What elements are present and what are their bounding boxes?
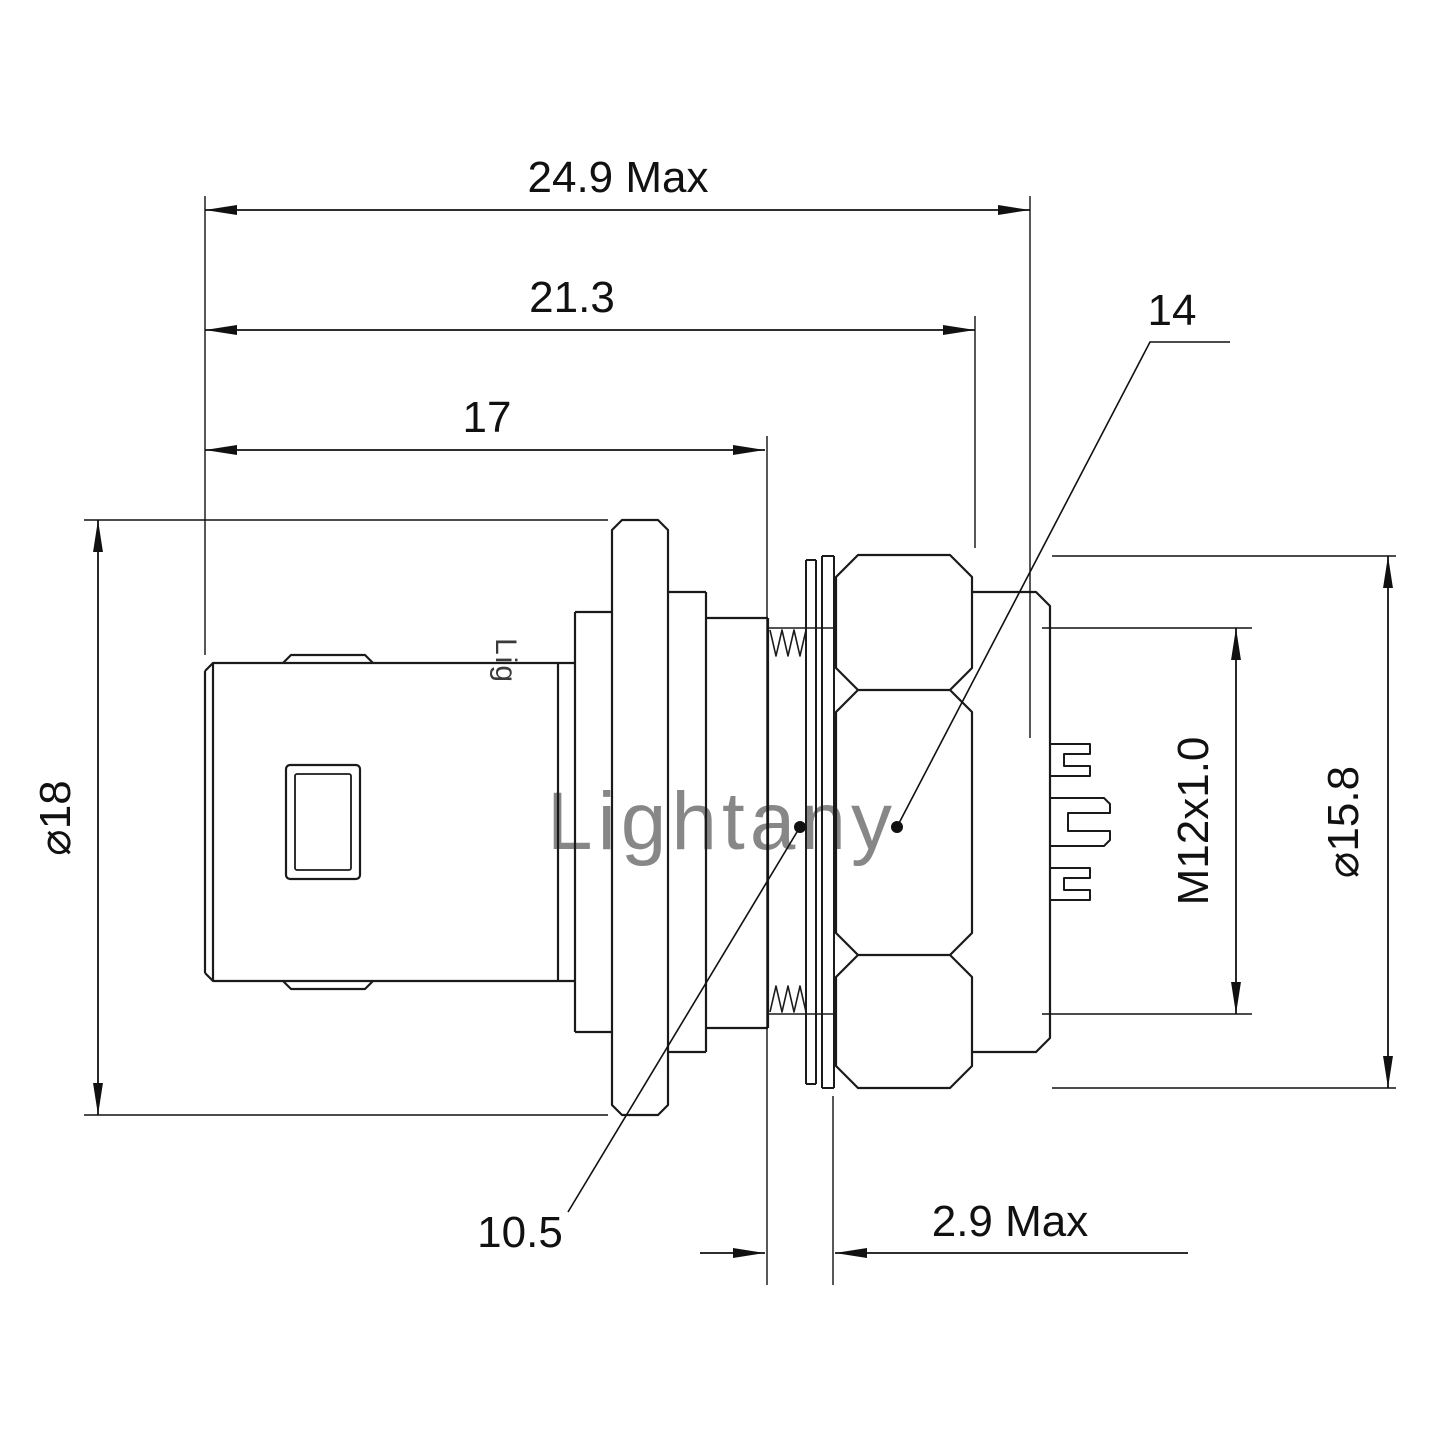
dim-mounting-thread: M12x1.0: [1169, 628, 1241, 1014]
leader-line-nut-across-flats: [896, 341, 1230, 828]
dim-label-total-length: 24.9 Max: [528, 153, 709, 202]
dim-rear-diameter: ⌀15.8: [1319, 556, 1393, 1088]
watermark: Lightany: [547, 776, 897, 867]
thread-profile: [768, 627, 836, 1015]
release-window-outer: [284, 763, 362, 881]
lock-washers: [805, 555, 835, 1089]
dim-front-body-diameter: ⌀18: [31, 520, 103, 1115]
dim-label-nut-across-flats: 14: [1148, 286, 1197, 335]
extension-lines: [84, 196, 1396, 1285]
connector-side-view: Lig: [203, 518, 1111, 1117]
hex-nut: [834, 553, 974, 1090]
leader-nut-across-flats: 14: [891, 286, 1230, 833]
dimension-annotations: 24.9 Max 21.3 17 ⌀18 ⌀15.8 M12x1.0 2.9 M…: [31, 153, 1396, 1285]
solder-contacts: [1050, 743, 1111, 901]
leader-line-thread-length: [567, 826, 801, 1213]
collar-step: [573, 610, 612, 1034]
dim-front-body-length: 17: [205, 393, 765, 455]
dim-label-mounting-thread: M12x1.0: [1169, 737, 1218, 906]
leader-thread-length: 10.5: [477, 821, 806, 1257]
dim-label-front-body-length: 17: [463, 393, 512, 442]
dim-label-rear-diameter: ⌀15.8: [1319, 766, 1368, 878]
rear-nut: [972, 590, 1052, 1054]
dim-label-thread-length: 10.5: [477, 1208, 563, 1257]
mounting-collar: [668, 590, 770, 1054]
flange-disc: [610, 518, 670, 1117]
front-shell-outline: [203, 661, 575, 983]
dim-label-panel-thickness: 2.9 Max: [932, 1197, 1089, 1246]
dim-label-length-to-panel: 21.3: [529, 273, 615, 322]
release-window-inner: [294, 773, 352, 871]
dim-total-length: 24.9 Max: [205, 153, 1030, 215]
dim-panel-thickness: 2.9 Max: [700, 1197, 1188, 1258]
engraved-brand: Lig: [489, 638, 522, 684]
dim-length-to-panel: 21.3: [205, 273, 975, 335]
leader-dot-nut-across-flats: [891, 821, 903, 833]
dim-label-front-body-diameter: ⌀18: [31, 780, 80, 855]
leader-dot-thread-length: [794, 821, 806, 833]
shell-key-ridges: [282, 653, 374, 991]
watermark-layer: Lightany: [547, 776, 897, 867]
